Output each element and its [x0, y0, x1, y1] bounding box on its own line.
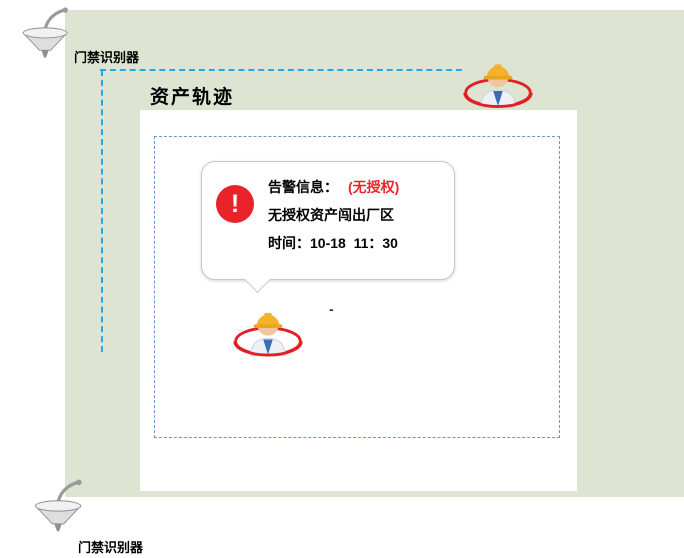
exclamation-icon: ! [216, 185, 254, 223]
page-title: 资产轨迹 [150, 87, 235, 108]
access-reader-antenna-icon-top [14, 4, 78, 60]
trajectory-dashed-line-vertical [101, 70, 103, 352]
worker-icon-bottom [230, 298, 306, 360]
map-dash-mark: - [329, 301, 334, 317]
alert-message: 无授权资产闯出厂区 [268, 207, 394, 223]
alert-status: (无授权) [348, 179, 400, 195]
trajectory-dashed-line-horizontal [100, 69, 462, 71]
inner-zone-dashed-border [154, 136, 560, 438]
inner-zone: ! 告警信息： (无授权) 无授权资产闯出厂区 时间：10-18 11：30 - [140, 110, 577, 491]
alert-text-block: 告警信息： (无授权) 无授权资产闯出厂区 时间：10-18 11：30 [268, 173, 399, 257]
access-reader-antenna-icon-bottom [26, 476, 92, 534]
alert-line-1: 告警信息： (无授权) [268, 173, 399, 201]
alert-label: 告警信息： [268, 179, 338, 195]
worker-icon-top [460, 50, 536, 111]
alert-callout-bubble: ! 告警信息： (无授权) 无授权资产闯出厂区 时间：10-18 11：30 [201, 161, 455, 293]
alert-time: 时间：10-18 11：30 [268, 235, 398, 251]
access-reader-label-bottom: 门禁识别器 [78, 540, 144, 555]
access-reader-label-top: 门禁识别器 [74, 50, 140, 65]
